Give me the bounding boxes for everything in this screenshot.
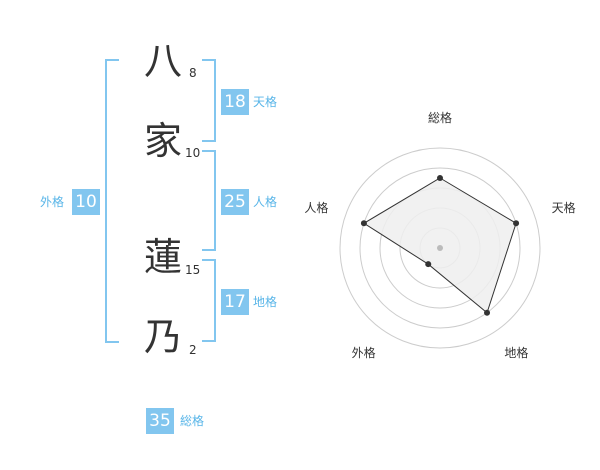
chikaku-value: 17 — [221, 289, 249, 315]
tenkaku-bracket — [202, 59, 216, 142]
radar-point-5 — [360, 220, 367, 227]
radar-point-1 — [437, 175, 443, 181]
radar-point-2 — [513, 220, 520, 227]
name-char-4: 乃 — [143, 315, 182, 359]
radar-ring-5 — [339, 147, 541, 349]
chikaku-bracket — [202, 259, 216, 342]
gaikaku-label: 外格 — [40, 195, 65, 209]
radar-axis-label-3: 地格 — [504, 345, 528, 360]
chikaku-label: 地格 — [253, 295, 278, 309]
stroke-count-2: 10 — [185, 146, 201, 160]
jinkaku-bracket — [202, 150, 216, 251]
jinkaku-value: 25 — [221, 189, 249, 215]
name-char-3: 蓮 — [143, 235, 182, 279]
radar-point-3 — [484, 309, 491, 316]
stroke-count-1: 8 — [189, 66, 197, 80]
gaikaku-value: 10 — [72, 189, 100, 215]
radar-axis-label-2: 天格 — [552, 200, 576, 215]
gaikaku-bracket — [105, 59, 119, 343]
radar-ring-4 — [359, 167, 521, 329]
name-char-1: 八 — [143, 39, 182, 83]
radar-point-4 — [425, 261, 432, 268]
stroke-count-4: 2 — [189, 343, 197, 357]
name-char-2: 家 — [143, 119, 182, 163]
radar-axis-label-5: 人格 — [304, 200, 328, 215]
tenkaku-value: 18 — [221, 89, 249, 115]
radar-axis-label-1: 総格 — [428, 110, 452, 125]
stroke-count-3: 15 — [185, 263, 201, 277]
jinkaku-label: 人格 — [253, 195, 278, 209]
radar-center-dot — [437, 245, 443, 251]
soukaku-label: 総格 — [180, 414, 205, 428]
radar-axis-label-4: 外格 — [352, 345, 376, 360]
tenkaku-label: 天格 — [253, 95, 278, 109]
soukaku-value: 35 — [146, 408, 174, 434]
